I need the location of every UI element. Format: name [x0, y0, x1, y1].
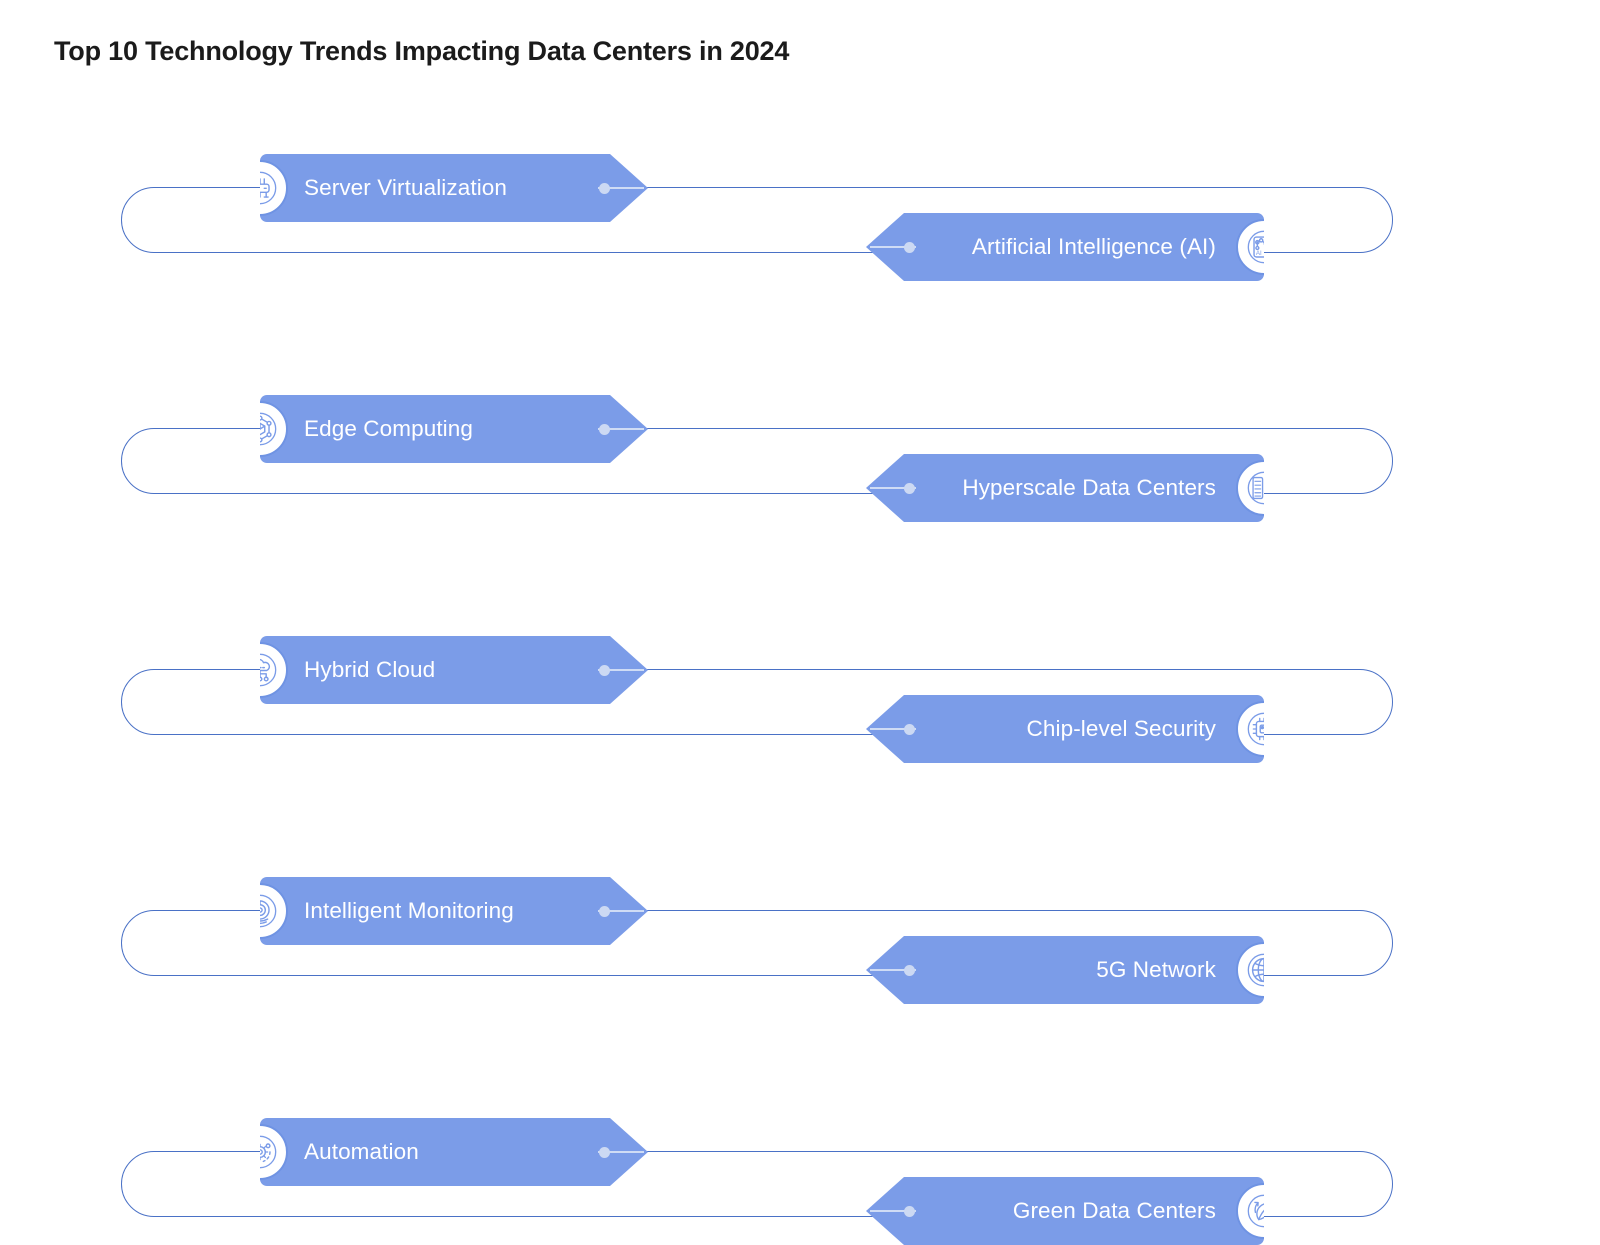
trend-banner-left-1[interactable]: Server Virtualization [260, 154, 648, 222]
connector-dot [599, 906, 610, 917]
trend-banner-right-5[interactable]: Green Data Centers [866, 1177, 1264, 1245]
trend-label: Intelligent Monitoring [304, 898, 514, 923]
trends-diagram: Server Virtualization Artificial Intelli… [121, 0, 1393, 1245]
trend-banner-right-4[interactable]: 5G Network [866, 936, 1264, 1004]
trend-label: 5G Network [1096, 957, 1216, 982]
trend-label: Edge Computing [304, 416, 474, 441]
connector-line [598, 428, 644, 431]
trend-banner-left-2[interactable]: Edge Computing [260, 395, 648, 463]
connector-line [870, 727, 916, 731]
trend-banner-left-3[interactable]: Hybrid Cloud [260, 636, 648, 704]
connector-line [598, 669, 644, 672]
trend-banner-right-2[interactable]: Hyperscale Data Centers [866, 454, 1264, 522]
page-title: Top 10 Technology Trends Impacting Data … [54, 36, 790, 66]
trend-label: Hybrid Cloud [304, 657, 436, 682]
connector-line [870, 486, 916, 490]
trend-banner-right-3[interactable]: Chip-level Security [866, 695, 1264, 763]
connector-dot [904, 1205, 915, 1217]
svg-text:AI: AI [1256, 250, 1262, 257]
track-row-3 [121, 669, 1393, 735]
connector-dot [904, 964, 915, 976]
track-row-2 [121, 428, 1393, 494]
connector-dot [904, 723, 915, 735]
connector-line [870, 245, 916, 249]
connector-dot [599, 183, 610, 194]
connector-dot [599, 1147, 610, 1158]
connector-line [598, 187, 644, 190]
trend-label: Chip-level Security [1026, 716, 1216, 741]
connector-dot [599, 424, 610, 435]
connector-dot [904, 241, 915, 253]
trend-label: Server Virtualization [304, 175, 508, 200]
trend-label: Artificial Intelligence (AI) [971, 234, 1216, 259]
connector-dot [904, 482, 915, 494]
trend-label: Automation [304, 1139, 419, 1164]
track-row-1 [121, 187, 1393, 253]
trend-label: Green Data Centers [1012, 1198, 1216, 1223]
connector-dot [599, 665, 610, 676]
trend-label: Hyperscale Data Centers [962, 475, 1216, 500]
trend-banner-left-4[interactable]: Intelligent Monitoring [260, 877, 648, 945]
trend-banner-left-5[interactable]: Automation [260, 1118, 648, 1186]
trend-banner-right-1[interactable]: Artificial Intelligence (AI) AI [866, 213, 1264, 281]
